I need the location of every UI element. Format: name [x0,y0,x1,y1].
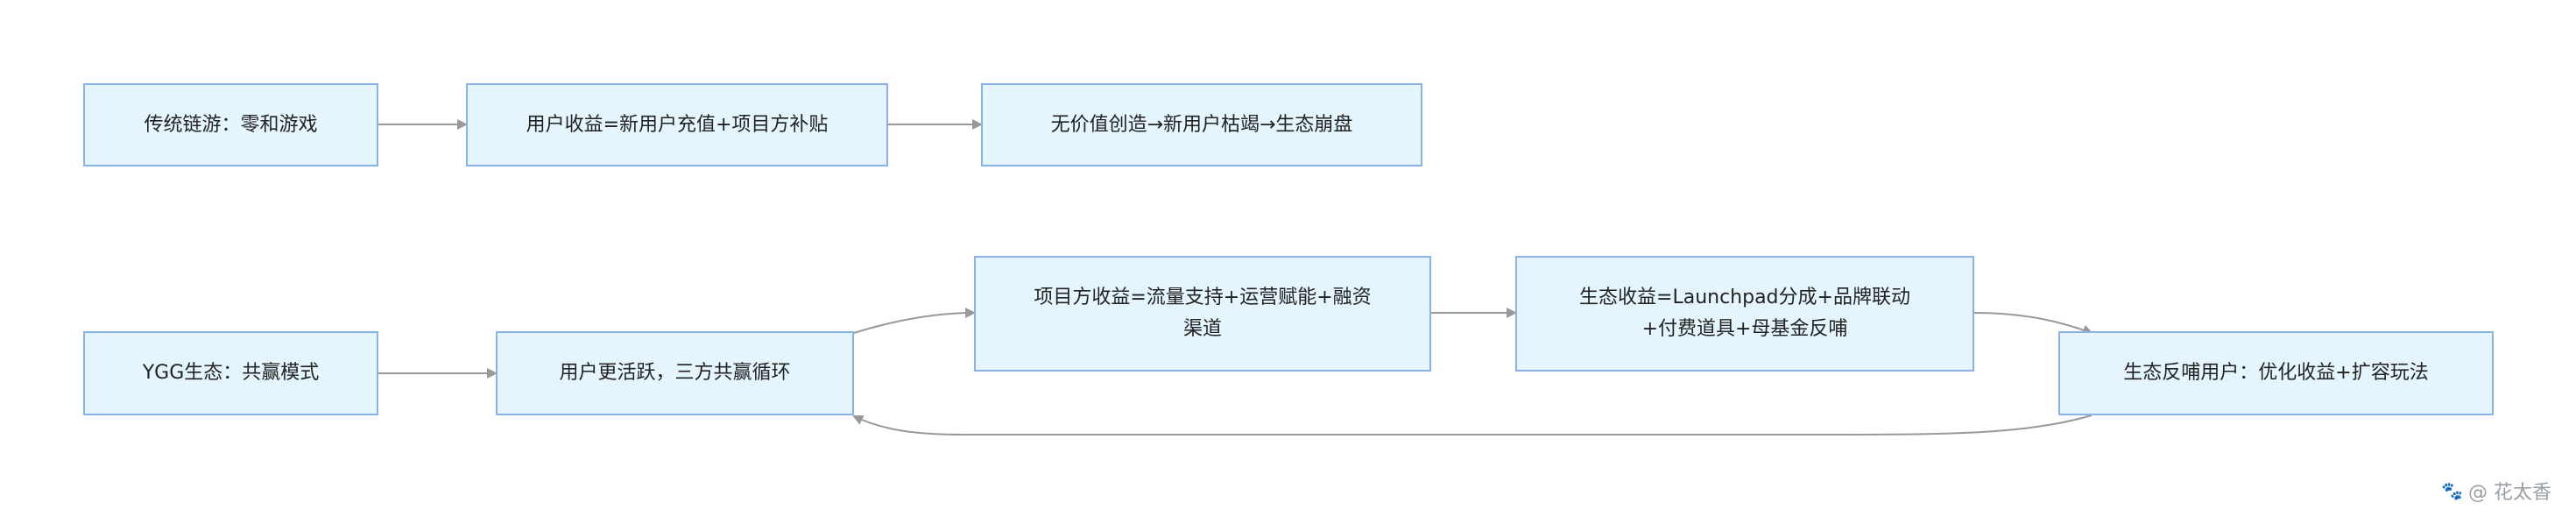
node-traditional-game: 传统链游：零和游戏 [83,83,378,166]
watermark-text: @ 花太香 [2468,482,2551,504]
node-project-income: 项目方收益=流量支持+运营赋能+融资渠道 [974,256,1431,372]
node-user-income-label: 用户收益=新用户充值+项目方补贴 [526,113,829,136]
node-ecosystem-income: 生态收益=Launchpad分成+品牌联动+付费道具+母基金反哺 [1515,256,1974,372]
node-active-users: 用户更活跃，三方共赢循环 [496,331,854,415]
node-feedback-users: 生态反哺用户：优化收益+扩容玩法 [2058,331,2494,415]
paw-icon: 🐾 [2441,480,2463,501]
edge-active-users-to-project-income [853,308,976,334]
edges [378,119,2093,436]
node-ecosystem-income-label: 生态收益=Launchpad分成+品牌联动+付费道具+母基金反哺 [1579,287,1910,340]
node-ygg-ecosystem-label: YGG生态：共赢模式 [142,362,320,384]
node-no-value-creation: 无价值创造→新用户枯竭→生态崩盘 [981,83,1422,166]
node-ygg-ecosystem: YGG生态：共赢模式 [83,331,378,415]
edge-ecosystem-income-to-feedback [1973,312,2093,336]
node-active-users-label: 用户更活跃，三方共赢循环 [559,362,791,384]
node-traditional-game-label: 传统链游：零和游戏 [144,113,318,136]
edge-feedback-to-active-users [852,414,2093,436]
node-project-income-label: 项目方收益=流量支持+运营赋能+融资渠道 [1034,287,1372,340]
node-user-income: 用户收益=新用户充值+项目方补贴 [466,83,888,166]
node-no-value-creation-label: 无价值创造→新用户枯竭→生态崩盘 [1050,113,1353,136]
watermark: 🐾 @ 花太香 [2441,477,2551,505]
node-feedback-users-label: 生态反哺用户：优化收益+扩容玩法 [2123,362,2429,384]
